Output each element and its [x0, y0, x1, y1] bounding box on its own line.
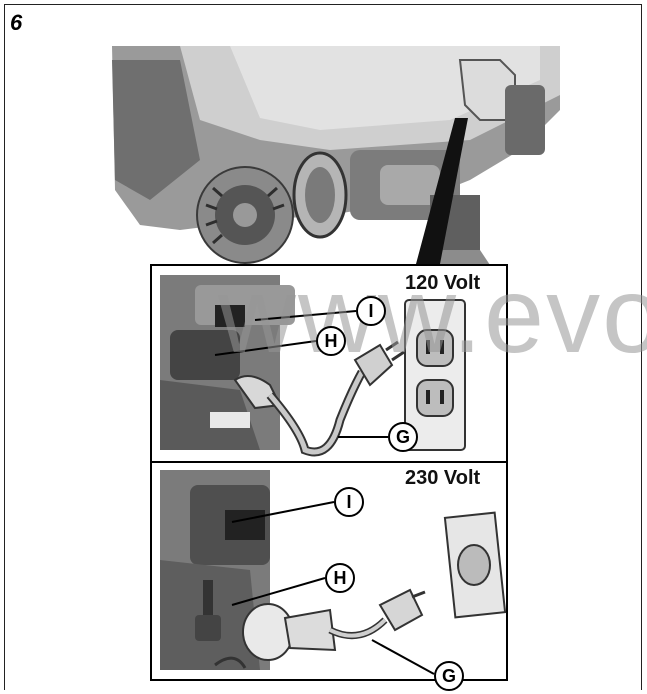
- panel-230-art: [160, 470, 507, 670]
- figure-number: 6: [10, 10, 23, 35]
- panel-120-art: [160, 275, 466, 457]
- callout-120-h: H: [316, 326, 346, 356]
- callout-120-g: G: [388, 422, 418, 452]
- watermark-text: www.evo: [218, 254, 647, 375]
- engine-drawing: [112, 46, 560, 280]
- figure-frame: [4, 4, 642, 690]
- panel-120-label: 120 Volt: [405, 272, 481, 294]
- callout-230-h: H: [325, 563, 355, 593]
- callout-230-g: G: [434, 661, 464, 691]
- pointer-wedge: [416, 118, 468, 264]
- panel-230-label: 230 Volt: [405, 467, 481, 489]
- callout-230-i: I: [334, 487, 364, 517]
- callout-120-i: I: [356, 296, 386, 326]
